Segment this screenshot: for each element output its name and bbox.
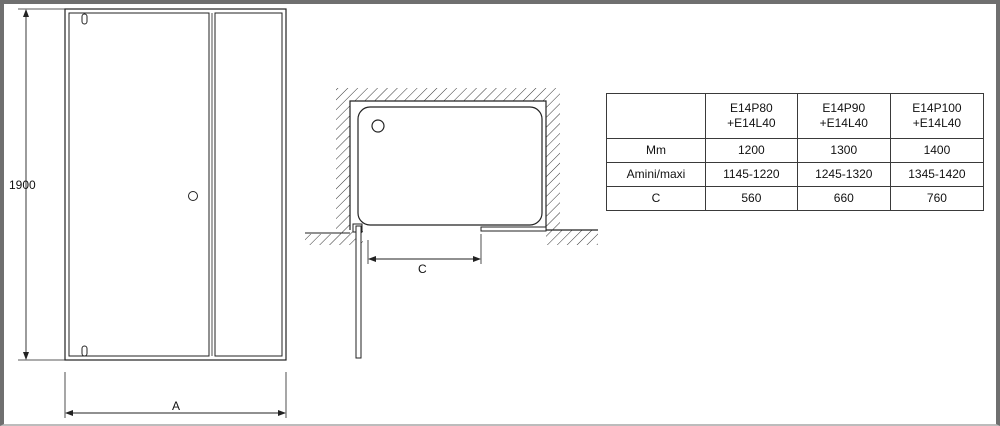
bottom-hinge (81, 345, 88, 357)
fixed-panel-plan (480, 226, 547, 232)
table-cell: 660 (796, 186, 891, 211)
table-cell: 1145-1220 (705, 162, 798, 187)
fixed-side-panel (214, 12, 283, 357)
model-header-cell: E14P90 +E14L40 (796, 93, 891, 139)
pivot-door-panel (68, 12, 210, 357)
row-label: Amini/maxi (606, 162, 706, 187)
door-knob (188, 191, 198, 201)
front-elevation (18, 8, 287, 418)
model-name: E14P100 (912, 101, 962, 115)
spec-table-corner (606, 93, 706, 139)
top-hinge (81, 13, 88, 25)
wall-hatching (336, 88, 598, 245)
c-dimension (367, 234, 482, 264)
row-label: C (606, 186, 706, 211)
c-label: C (418, 262, 427, 276)
table-cell: 560 (705, 186, 798, 211)
row-label: Mm (606, 138, 706, 163)
shower-tray (357, 106, 543, 226)
height-label: 1900 (9, 178, 36, 192)
width-label: A (172, 399, 181, 413)
spec-table-row: Amini/maxi 1145-1220 1245-1320 1345-1420 (606, 162, 985, 187)
table-cell: 1400 (889, 138, 985, 163)
model-name: E14P80 (730, 101, 773, 115)
model-addon: +E14L40 (912, 116, 962, 130)
spec-table-row: Mm 1200 1300 1400 (606, 138, 985, 163)
open-door-panel (355, 225, 362, 359)
enclosure-outer-frame (64, 8, 287, 361)
plan-view (305, 88, 598, 359)
floor-hatching-left (305, 234, 336, 245)
drain (371, 119, 385, 133)
table-cell: 1345-1420 (889, 162, 985, 187)
width-dimension (64, 372, 287, 418)
model-header-cell: E14P80 +E14L40 (705, 93, 798, 139)
table-cell: 1300 (796, 138, 891, 163)
table-cell: 760 (889, 186, 985, 211)
table-cell: 1245-1320 (796, 162, 891, 187)
spec-table-header-row: E14P80 +E14L40 E14P90 +E14L40 E14P100 +E… (606, 93, 985, 139)
height-dimension (18, 8, 66, 361)
model-addon: +E14L40 (727, 116, 776, 130)
model-name: E14P90 (822, 101, 866, 115)
spec-table: E14P80 +E14L40 E14P90 +E14L40 E14P100 +E… (606, 93, 985, 211)
model-header-cell: E14P100 +E14L40 (889, 93, 985, 139)
model-addon: +E14L40 (819, 116, 868, 130)
wall-inner-outline (349, 100, 598, 231)
spec-table-row: C 560 660 760 (606, 186, 985, 211)
table-cell: 1200 (705, 138, 798, 163)
